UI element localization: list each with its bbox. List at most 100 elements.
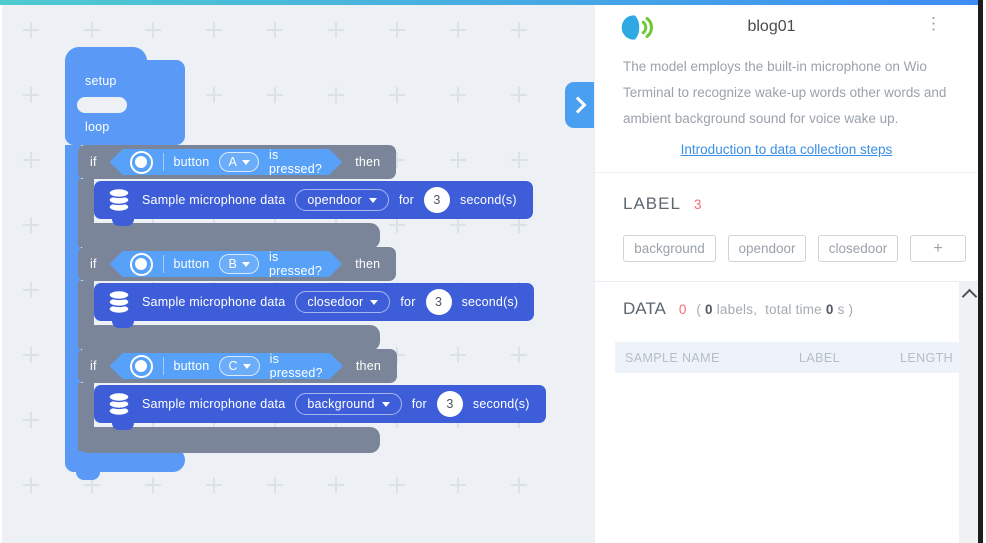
grid-plus-icon [511,87,527,103]
setup-empty-mouth [77,97,127,113]
data-collection-steps-link[interactable]: Introduction to data collection steps [680,142,893,157]
for-label: for [411,397,427,411]
then-label: then [355,359,382,373]
panel-collapse-button[interactable] [565,82,594,128]
label-button-opendoor[interactable]: opendoor [728,235,806,262]
grid-plus-icon [23,217,39,233]
grid-plus-icon [511,217,527,233]
grid-plus-icon [450,477,466,493]
button-select-dropdown[interactable]: C [219,356,259,376]
duration-input[interactable]: 3 [436,391,463,417]
model-description: The model employs the built-in microphon… [623,59,947,126]
label-button-closedoor[interactable]: closedoor [818,235,898,262]
button-select-dropdown[interactable]: A [219,152,259,172]
grid-plus-icon [511,477,527,493]
column-label: LABEL [799,350,840,365]
for-label: for [400,295,416,309]
label-count-badge: 3 [693,197,702,212]
if-label: if [90,359,97,373]
kebab-menu-icon[interactable]: ⋮ [925,14,942,33]
grid-plus-icon [389,87,405,103]
grid-plus-icon [389,22,405,38]
block-connector [112,320,134,328]
sample-microphone-block-closedoor[interactable]: Sample microphone data closedoor for 3 s… [94,283,535,328]
label-select-dropdown[interactable]: closedoor [295,291,391,313]
grid-plus-icon [23,152,39,168]
divider [163,153,164,171]
data-count-badge: 0 [678,302,687,317]
grid-plus-icon [389,217,405,233]
duration-input[interactable]: 3 [424,187,450,213]
label-button-background[interactable]: background [623,235,716,262]
button-value: B [228,257,237,271]
grid-plus-icon [23,22,39,38]
database-icon [108,391,130,417]
grid-plus-icon [206,22,222,38]
label-select-dropdown[interactable]: background [295,393,402,415]
grid-plus-icon [23,282,39,298]
database-icon [108,187,130,213]
grid-plus-icon [328,22,344,38]
label-heading-text: LABEL [623,194,681,213]
sample-microphone-block-opendoor[interactable]: Sample microphone data opendoor for 3 se… [94,181,533,226]
grid-plus-icon [450,87,466,103]
grid-plus-icon [450,347,466,363]
column-sample-name: SAMPLE NAME [625,350,720,365]
setup-block-label: setup [85,74,117,88]
button-word-label: button [173,359,210,373]
column-length: LENGTH [900,350,954,365]
grid-plus-icon [23,347,39,363]
if-block-header[interactable]: if button B is pressed? then [78,247,397,281]
grid-plus-icon [267,22,283,38]
grid-plus-icon [267,477,283,493]
then-label: then [355,155,381,169]
database-icon [108,289,130,315]
if-block-header[interactable]: if button C is pressed? then [78,349,398,383]
then-label: then [355,257,381,271]
grid-plus-icon [23,87,39,103]
label-section-heading: LABEL 3 [623,194,701,214]
blockly-workspace[interactable]: setup loop if button A is pre [2,5,594,543]
loop-block-spine[interactable] [65,145,81,453]
button-icon [130,355,153,378]
divider [595,281,978,282]
label-select-dropdown[interactable]: opendoor [295,189,389,211]
window-edge [983,0,986,543]
is-pressed-label: is pressed? [269,352,323,380]
grid-plus-icon [450,217,466,233]
data-table-header: SAMPLE NAME LABEL LENGTH [615,342,959,373]
seconds-label: second(s) [460,193,517,207]
dropdown-arrow-icon [242,262,250,267]
grid-plus-icon [450,152,466,168]
button-pressed-condition-block[interactable]: button A is pressed? [110,149,343,175]
button-pressed-condition-block[interactable]: button C is pressed? [110,353,343,379]
add-label-button[interactable]: + [910,235,966,262]
grid-plus-icon [84,477,100,493]
panel-scrollbar[interactable] [959,282,979,543]
sample-action-label: Sample microphone data [142,397,286,411]
is-pressed-label: is pressed? [268,250,323,278]
if-block-header[interactable]: if button A is pressed? then [78,145,397,179]
chevron-right-icon [569,96,587,114]
voice-model-icon [621,14,653,41]
grid-plus-icon [267,87,283,103]
setup-loop-block[interactable]: setup loop [65,47,185,145]
grid-plus-icon [206,87,222,103]
duration-input[interactable]: 3 [425,289,452,315]
button-word-label: button [173,155,210,169]
grid-plus-icon [23,477,39,493]
sample-microphone-block-background[interactable]: Sample microphone data background for 3 … [94,385,546,430]
button-pressed-condition-block[interactable]: button B is pressed? [110,251,343,277]
window-right-border [978,0,983,543]
grid-plus-icon [145,22,161,38]
model-title: blog01 [747,18,796,35]
dropdown-arrow-icon [381,401,390,407]
button-select-dropdown[interactable]: B [219,254,259,274]
label-value: background [307,397,375,411]
window-top-gradient-bar [0,0,978,5]
scroll-up-arrow-icon[interactable] [961,288,977,305]
dropdown-arrow-icon [242,160,250,165]
